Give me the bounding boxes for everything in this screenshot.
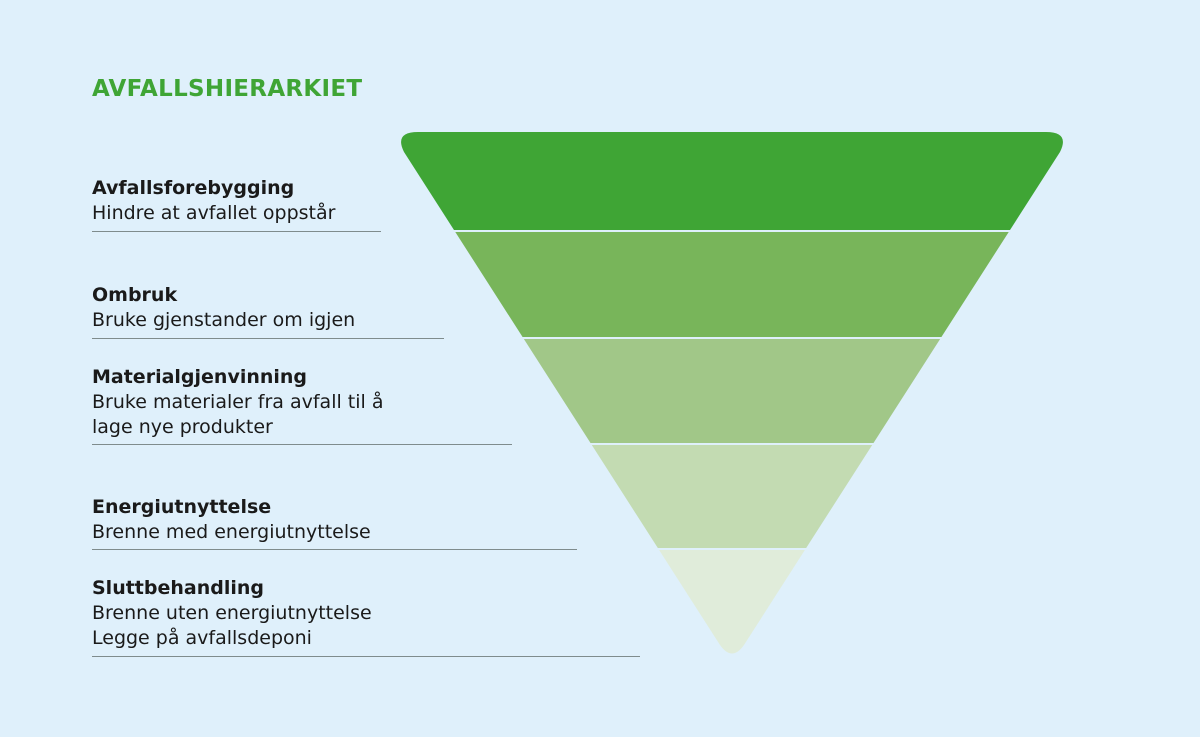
- level-ombruk: Ombruk Bruke gjenstander om igjen: [92, 283, 444, 339]
- level-heading: Ombruk: [92, 284, 178, 306]
- level-description: Bruke gjenstander om igjen: [92, 309, 356, 331]
- level-avfallsforebygging: Avfallsforebygging Hindre at avfallet op…: [92, 176, 381, 232]
- level-heading: Sluttbehandling: [92, 577, 265, 599]
- level-heading: Energiutnyttelse: [92, 496, 272, 518]
- level-description: Legge på avfallsdeponi: [92, 627, 312, 649]
- funnel-band-2: [401, 232, 1063, 337]
- level-heading: Materialgjenvinning: [92, 366, 308, 388]
- level-energiutnyttelse: Energiutnyttelse Brenne med energiutnytt…: [92, 495, 577, 550]
- level-heading: Avfallsforebygging: [92, 177, 295, 199]
- level-description: Bruke materialer fra avfall til å: [92, 391, 384, 413]
- level-description: Hindre at avfallet oppstår: [92, 202, 336, 224]
- level-description: Brenne med energiutnyttelse: [92, 521, 371, 543]
- diagram-title: AVFALLSHIERARKIET: [92, 76, 363, 102]
- level-materialgjenvinning: Materialgjenvinning Bruke materialer fra…: [92, 365, 512, 445]
- level-sluttbehandling: Sluttbehandling Brenne uten energiutnytt…: [92, 576, 640, 657]
- level-description: Brenne uten energiutnyttelse: [92, 602, 372, 624]
- level-description: lage nye produkter: [92, 416, 273, 438]
- funnel-band-1: [401, 132, 1063, 230]
